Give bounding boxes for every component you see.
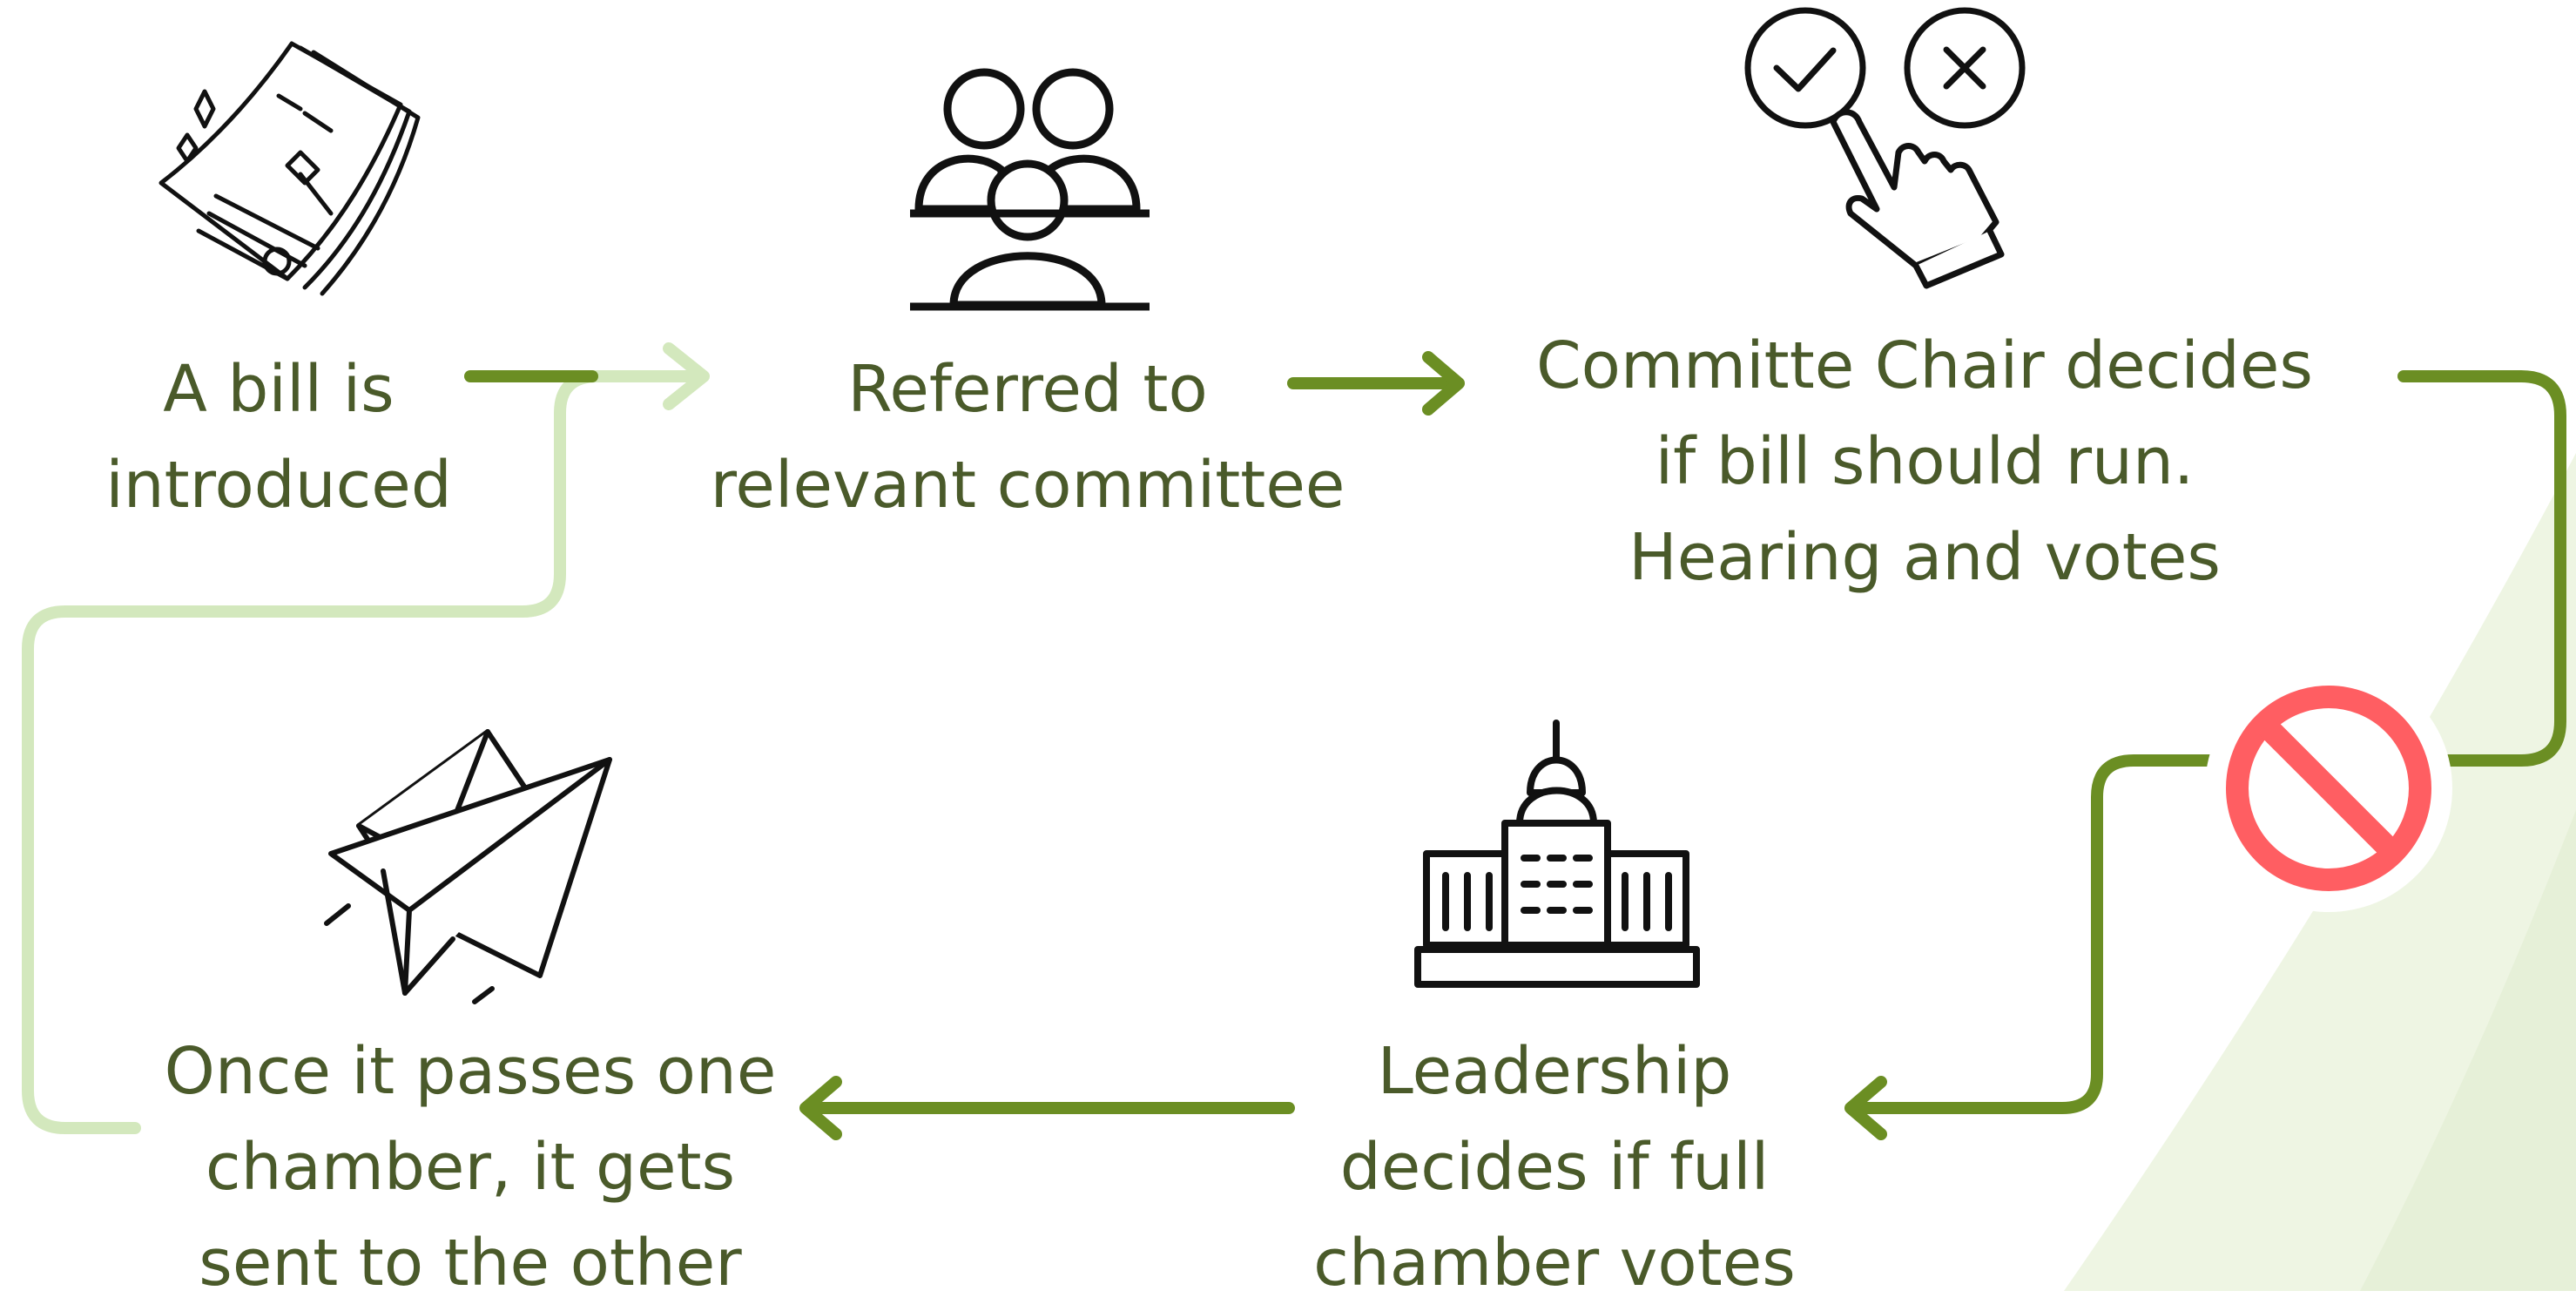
arrowhead-step4 <box>1844 1076 1887 1140</box>
step-label-leadership-decides: Leadership decides if full chamber votes <box>1313 1034 1796 1301</box>
committee-people-icon <box>910 68 1150 311</box>
return-connector <box>22 370 703 1134</box>
approve-reject-hand-icon <box>1744 7 2026 289</box>
capitol-building-icon <box>1414 720 1700 988</box>
bill-document-gavel-icon <box>158 41 421 296</box>
arrow-step4-to-step5 <box>799 1076 1295 1140</box>
return-arrowhead <box>663 342 710 410</box>
prohibited-sign-icon <box>2205 665 2452 912</box>
connector-step3-to-step4 <box>1849 370 2566 1114</box>
step-label-bill-introduced: A bill is introduced <box>105 352 452 523</box>
paper-plane-envelope-icon <box>324 729 612 1004</box>
step-label-referred-to-committee: Referred to relevant committee <box>710 352 1345 523</box>
background-accent-shape-inner <box>2360 810 2576 1291</box>
arrow-step2-to-step3 <box>1287 351 1465 416</box>
step-label-passes-chamber: Once it passes one chamber, it gets sent… <box>164 1034 777 1301</box>
background-accent-shape <box>2064 453 2576 1291</box>
step-label-committee-chair-decides: Committe Chair decides if bill should ru… <box>1536 328 2313 595</box>
